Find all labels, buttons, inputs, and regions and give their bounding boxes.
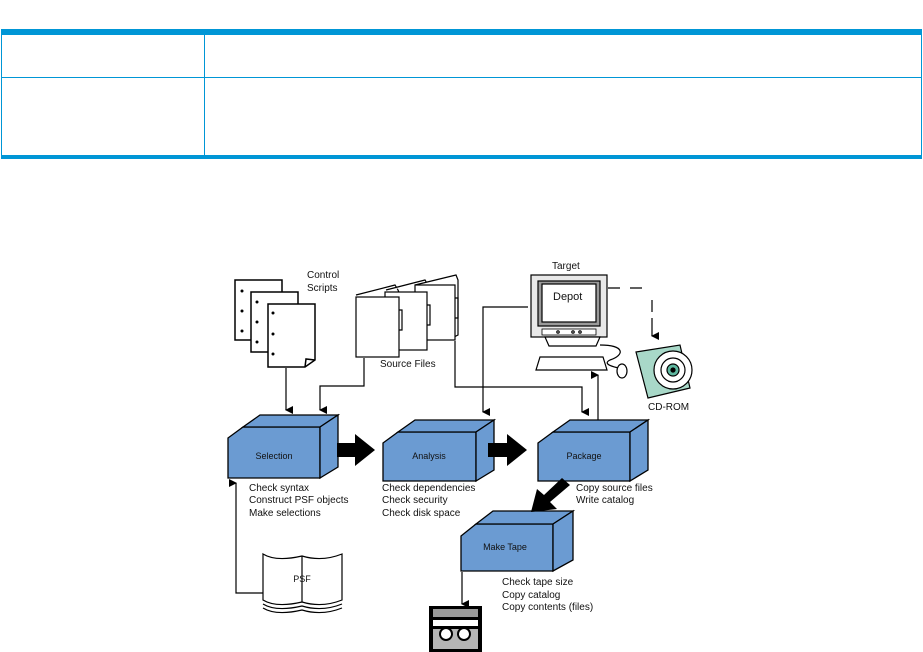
package-notes: Copy source files Write catalog: [576, 483, 653, 506]
analysis-box: [382, 418, 497, 483]
note: Check disk space: [382, 508, 461, 519]
note: Check tape size: [502, 577, 574, 588]
analysis-label: Analysis: [412, 451, 446, 461]
make-tape-label: Make Tape: [483, 542, 527, 552]
control-scripts-icon: [234, 279, 316, 368]
selection-box: [227, 413, 341, 480]
arrow-package-to-maketape: [531, 478, 570, 512]
make-tape-box: [460, 509, 576, 573]
note: Check syntax: [249, 483, 309, 494]
table-cell: [1, 35, 205, 78]
note: Construct PSF objects: [249, 495, 348, 506]
arrow-analysis-to-package: [488, 434, 527, 466]
table-cell: [1, 77, 205, 155]
thick-arrows: [337, 434, 570, 512]
source-files-label: Source Files: [380, 359, 436, 370]
dashed-connector: [608, 287, 653, 314]
depot-label: Depot: [553, 291, 582, 303]
cdrom-icon: [635, 344, 693, 399]
info-table: [1, 29, 922, 159]
note: Check security: [382, 495, 448, 506]
control-scripts-label-2: Scripts: [307, 283, 338, 294]
note: Make selections: [249, 508, 321, 519]
package-label: Package: [566, 451, 601, 461]
cdrom-label: CD-ROM: [648, 402, 689, 413]
table-bottom-rule: [1, 155, 922, 159]
make-tape-notes: Check tape size Copy catalog Copy conten…: [502, 577, 593, 613]
table-row: [1, 35, 922, 78]
note: Copy contents (files): [502, 602, 593, 613]
target-label: Target: [552, 261, 580, 272]
note: Copy catalog: [502, 590, 560, 601]
psf-label: PSF: [293, 574, 311, 584]
selection-notes: Check syntax Construct PSF objects Make …: [249, 483, 348, 519]
psf-book-icon: [262, 552, 343, 614]
arrow-source-to-selection: [319, 358, 365, 414]
table-cell: [204, 77, 922, 155]
note: Copy source files: [576, 483, 653, 494]
note: Check dependencies: [382, 483, 475, 494]
note: Write catalog: [576, 495, 634, 506]
arrow-selection-to-analysis: [337, 434, 375, 466]
table-cell: [204, 35, 922, 78]
table-top-rule: [1, 29, 922, 35]
arrow-source-to-package: [454, 341, 589, 416]
table-row: [1, 77, 922, 155]
computer-icon: [530, 274, 628, 379]
control-scripts-label-1: Control: [307, 270, 339, 281]
selection-label: Selection: [255, 451, 292, 461]
source-files-icon: [355, 274, 459, 358]
analysis-notes: Check dependencies Check security Check …: [382, 483, 475, 519]
package-box: [537, 418, 651, 483]
arrow-target-to-analysis: [482, 306, 528, 416]
tape-cartridge-icon: [429, 606, 482, 652]
